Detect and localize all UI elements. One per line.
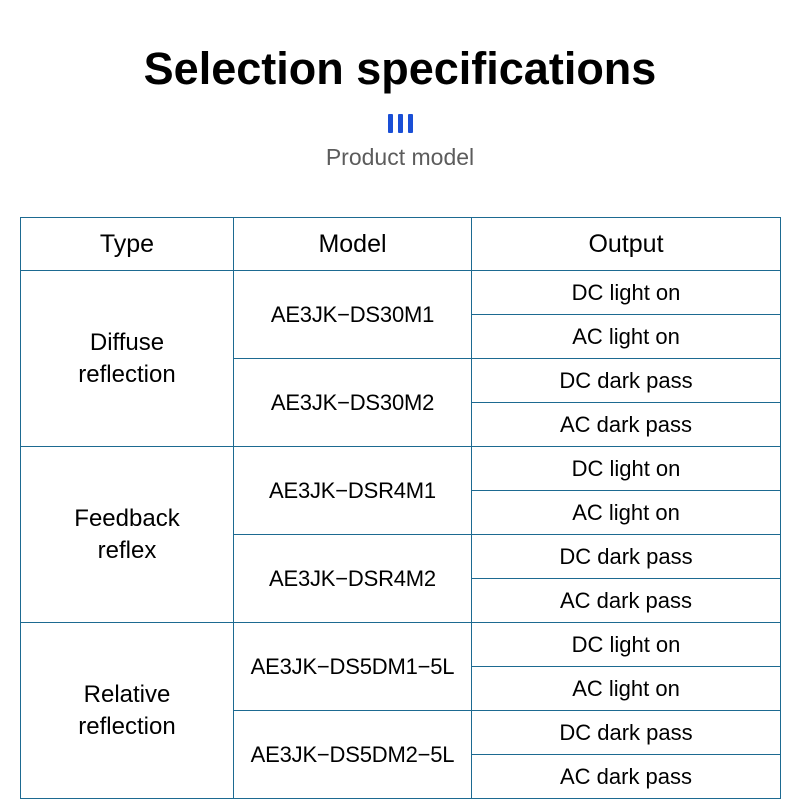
cell-type-line: reflex xyxy=(97,536,157,564)
cell-output: AC light on xyxy=(471,314,781,359)
cell-output: AC light on xyxy=(471,666,781,711)
cell-model: AE3JK−DS30M1 xyxy=(233,270,472,359)
column-header-model: Model xyxy=(233,217,472,271)
cell-output: DC light on xyxy=(471,270,781,315)
table-row: AC light on xyxy=(21,666,781,711)
cell-type-line: Feedback xyxy=(74,504,180,532)
cell-model: AE3JK−DS30M2 xyxy=(233,358,472,447)
cell-type: Diffuse reflection xyxy=(20,270,234,447)
cell-type: Feedback reflex xyxy=(20,446,234,623)
cell-output: DC light on xyxy=(471,446,781,491)
table-row: AC light on xyxy=(21,490,781,535)
cell-type-line: Relative xyxy=(83,680,171,708)
cell-output: DC dark pass xyxy=(471,534,781,579)
page-title: Selection specifications xyxy=(143,43,657,94)
cell-output: DC light on xyxy=(471,622,781,667)
divider-marks xyxy=(0,114,800,134)
cell-model: AE3JK−DSR4M2 xyxy=(233,534,472,623)
cell-type-line: reflection xyxy=(78,712,176,740)
divider-mark-icon xyxy=(387,114,393,134)
page-subtitle: Product model xyxy=(325,143,475,170)
cell-output: AC light on xyxy=(471,490,781,535)
cell-model: AE3JK−DS5DM1−5L xyxy=(233,622,472,711)
cell-model: AE3JK−DS5DM2−5L xyxy=(233,710,472,799)
cell-output: DC dark pass xyxy=(471,710,781,755)
cell-output: AC dark pass xyxy=(471,578,781,623)
cell-type-line: Diffuse xyxy=(89,328,165,356)
cell-output: AC dark pass xyxy=(471,402,781,447)
cell-model: AE3JK−DSR4M1 xyxy=(233,446,472,535)
table-header-row: Type Model Output xyxy=(20,217,781,271)
column-header-type: Type xyxy=(20,217,234,271)
column-header-output: Output xyxy=(471,217,781,271)
divider-mark-icon xyxy=(407,114,413,134)
page-header: Selection specifications Product model xyxy=(0,0,800,170)
table-header: Type Model Output xyxy=(20,217,781,271)
cell-output: DC dark pass xyxy=(471,358,781,403)
table-row: AC dark pass xyxy=(21,578,781,623)
table-row: AC dark pass xyxy=(21,754,781,799)
cell-output: AC dark pass xyxy=(471,754,781,799)
table-row: AC dark pass xyxy=(21,402,781,447)
cell-type: Relative reflection xyxy=(20,622,234,799)
divider-mark-icon xyxy=(397,114,403,134)
cell-type-line: reflection xyxy=(78,360,176,388)
table-row: AC light on xyxy=(21,314,781,359)
